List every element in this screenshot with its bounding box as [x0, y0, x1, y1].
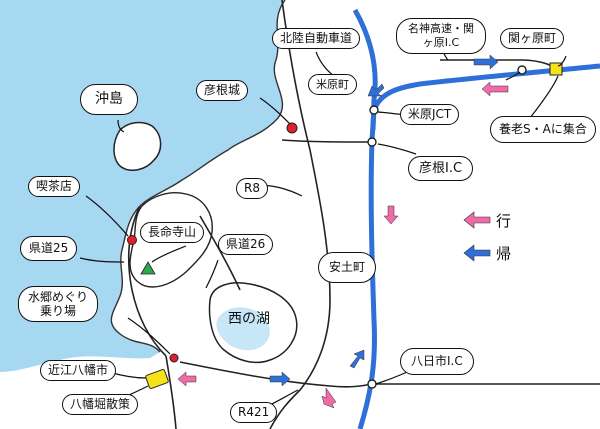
suigo-label: 水郷めぐり乗り場: [18, 286, 98, 322]
nishinoko-label: 西の湖: [228, 311, 270, 327]
legend-outbound-arrow: [463, 211, 491, 229]
road-r421: [179, 361, 600, 388]
cafe-marker: [127, 235, 137, 245]
return-arrow-sekigahara: [473, 54, 499, 70]
okishima-island: [113, 121, 162, 172]
kendo26-label: 県道26: [218, 234, 274, 255]
r421-label: R421: [230, 402, 278, 423]
r8-label: R8: [236, 178, 268, 199]
outbound-arrow-sekigahara: [481, 81, 509, 97]
okishima-label: 沖島: [80, 84, 138, 115]
return-arrow-hachiman: [349, 349, 365, 369]
yoro-sa-label: 養老S・Aに集合: [490, 116, 596, 143]
meishin-maibara-ic-label: 名神高速・関ヶ原I.C: [396, 18, 486, 54]
road-south: [165, 355, 177, 429]
return-arrow-north: [367, 83, 385, 97]
maibara-jct-node: [369, 105, 379, 115]
maibara-jct-label: 米原JCT: [400, 104, 460, 125]
hikone-ic-node: [367, 137, 377, 147]
leader-lines: [79, 45, 567, 407]
nishinoko-lake: [208, 282, 298, 364]
omi-hachiman-label: 近江八幡市: [40, 360, 117, 381]
hachiman-ic-label: 八日市I.C: [400, 348, 474, 375]
kendo25-label: 県道25: [20, 236, 78, 261]
road-hikone-ic: [281, 139, 373, 143]
outbound-arrow-r421: [321, 387, 337, 409]
legend-return-label: 帰: [496, 245, 512, 263]
legend-outbound-label: 行: [496, 212, 512, 230]
sekigahara-label: 関ヶ原町: [500, 28, 565, 49]
hachimanbori-label: 八幡堀散策: [62, 394, 139, 415]
nagamesan-mountain-icon: [140, 261, 156, 275]
hikone-castle-label: 彦根城: [196, 80, 249, 101]
road-r8: [269, 0, 331, 429]
lake-shoreline: [110, 0, 286, 353]
maibara-label: 米原町: [308, 74, 357, 95]
hikone-ic-label: 彦根I.C: [408, 156, 474, 181]
road-kendo25: [127, 205, 167, 357]
hachimanbori-parking-icon: [145, 369, 169, 389]
suigo-marker: [169, 353, 179, 363]
hachiman-ic-node: [367, 379, 377, 389]
outbound-arrow-south: [383, 205, 399, 225]
azuchi-label: 安土町: [318, 252, 377, 283]
nishinoko-inner: [216, 307, 270, 351]
legend-return-arrow: [463, 244, 491, 262]
outbound-arrow-hachimanbori: [177, 371, 197, 387]
return-arrow-r421: [269, 371, 291, 387]
hikone-castle-marker: [286, 122, 298, 134]
hokuriku-expressway: [352, 8, 378, 131]
hokuriku-expressway-label: 北陸自動車道: [272, 28, 361, 49]
nagamesan-label: 長命寺山: [140, 222, 205, 243]
cafe-label: 喫茶店: [28, 176, 81, 197]
